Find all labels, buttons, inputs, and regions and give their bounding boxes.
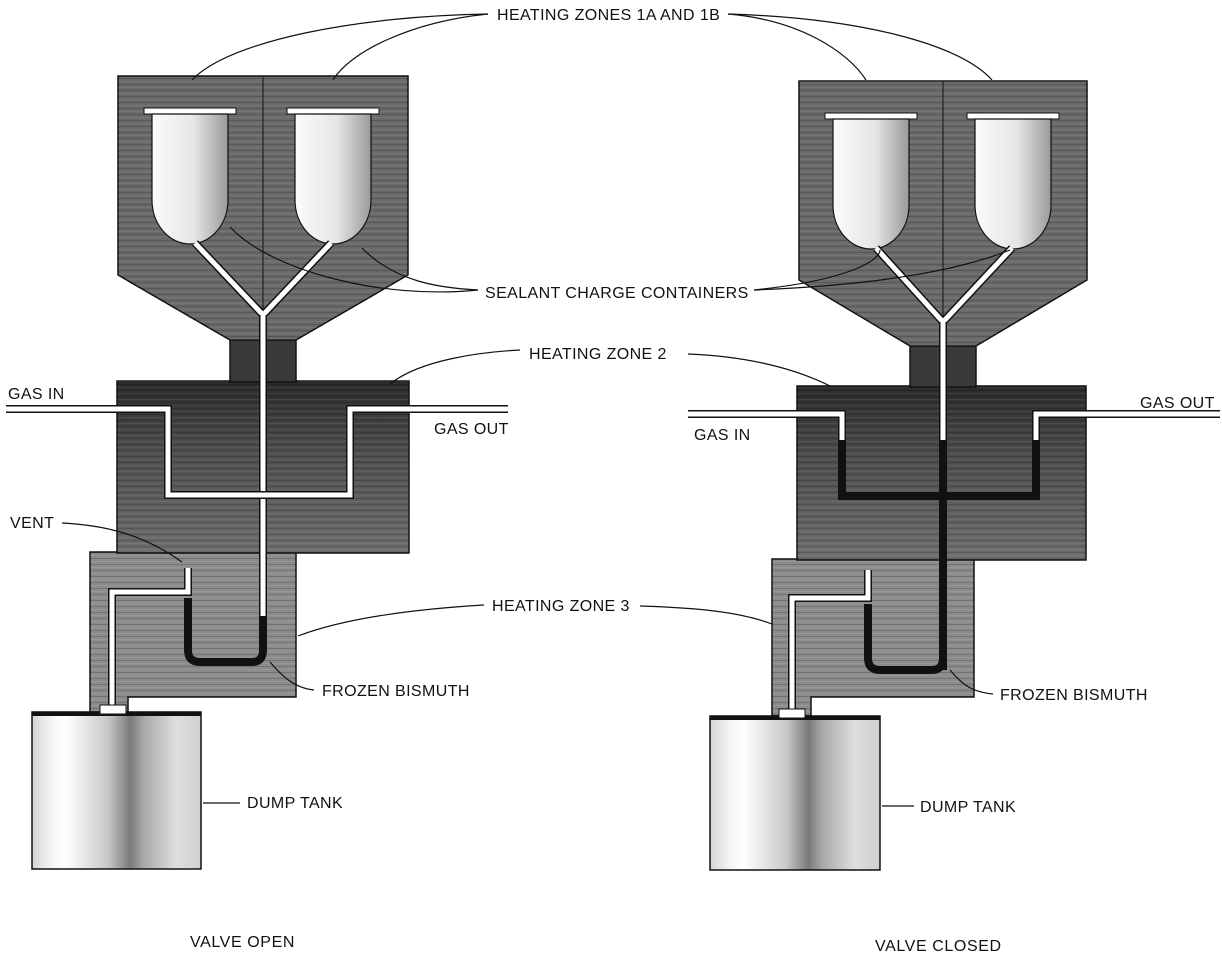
caption-valve-closed: VALVE CLOSED [875,938,1002,955]
label-heating-zone-2: HEATING ZONE 2 [529,346,667,363]
valve-open-assembly [6,75,508,870]
dump-tank-right [709,708,881,871]
label-sealant-charge-containers: SEALANT CHARGE CONTAINERS [485,285,749,302]
sealant-charge-container-1a-right [824,112,918,250]
label-frozen-bismuth-left: FROZEN BISMUTH [322,683,470,700]
label-dump-tank-right: DUMP TANK [920,799,1016,816]
label-heating-zones-1a-1b: HEATING ZONES 1A AND 1B [497,7,720,24]
frozen-bismuth-right [864,604,947,674]
vent-line-left [108,568,192,712]
frozen-bismuth-left [184,598,267,666]
sealant-charge-container-1b-right [966,112,1060,250]
label-frozen-bismuth-right: FROZEN BISMUTH [1000,687,1148,704]
bismuth-seal-gas-u-right [838,440,1040,500]
label-gas-in-left: GAS IN [8,386,65,403]
label-heating-zone-3: HEATING ZONE 3 [492,598,630,615]
gas-line-left [6,405,508,499]
label-gas-out-right: GAS OUT [1140,395,1215,412]
sealant-charge-container-1a-left [143,107,237,245]
dump-tank-left [31,704,202,870]
leader-lines [61,13,1011,807]
caption-valve-open: VALVE OPEN [190,934,295,951]
label-dump-tank-left: DUMP TANK [247,795,343,812]
label-vent: VENT [10,515,54,532]
gas-line-right [688,410,1220,500]
valve-closed-assembly [688,80,1220,871]
label-gas-out-left: GAS OUT [434,421,509,438]
vent-line-right [788,570,872,716]
sealant-charge-container-1b-left [286,107,380,245]
feed-line-left [192,240,334,616]
label-gas-in-right: GAS IN [694,427,751,444]
feed-line-right [873,245,1015,670]
